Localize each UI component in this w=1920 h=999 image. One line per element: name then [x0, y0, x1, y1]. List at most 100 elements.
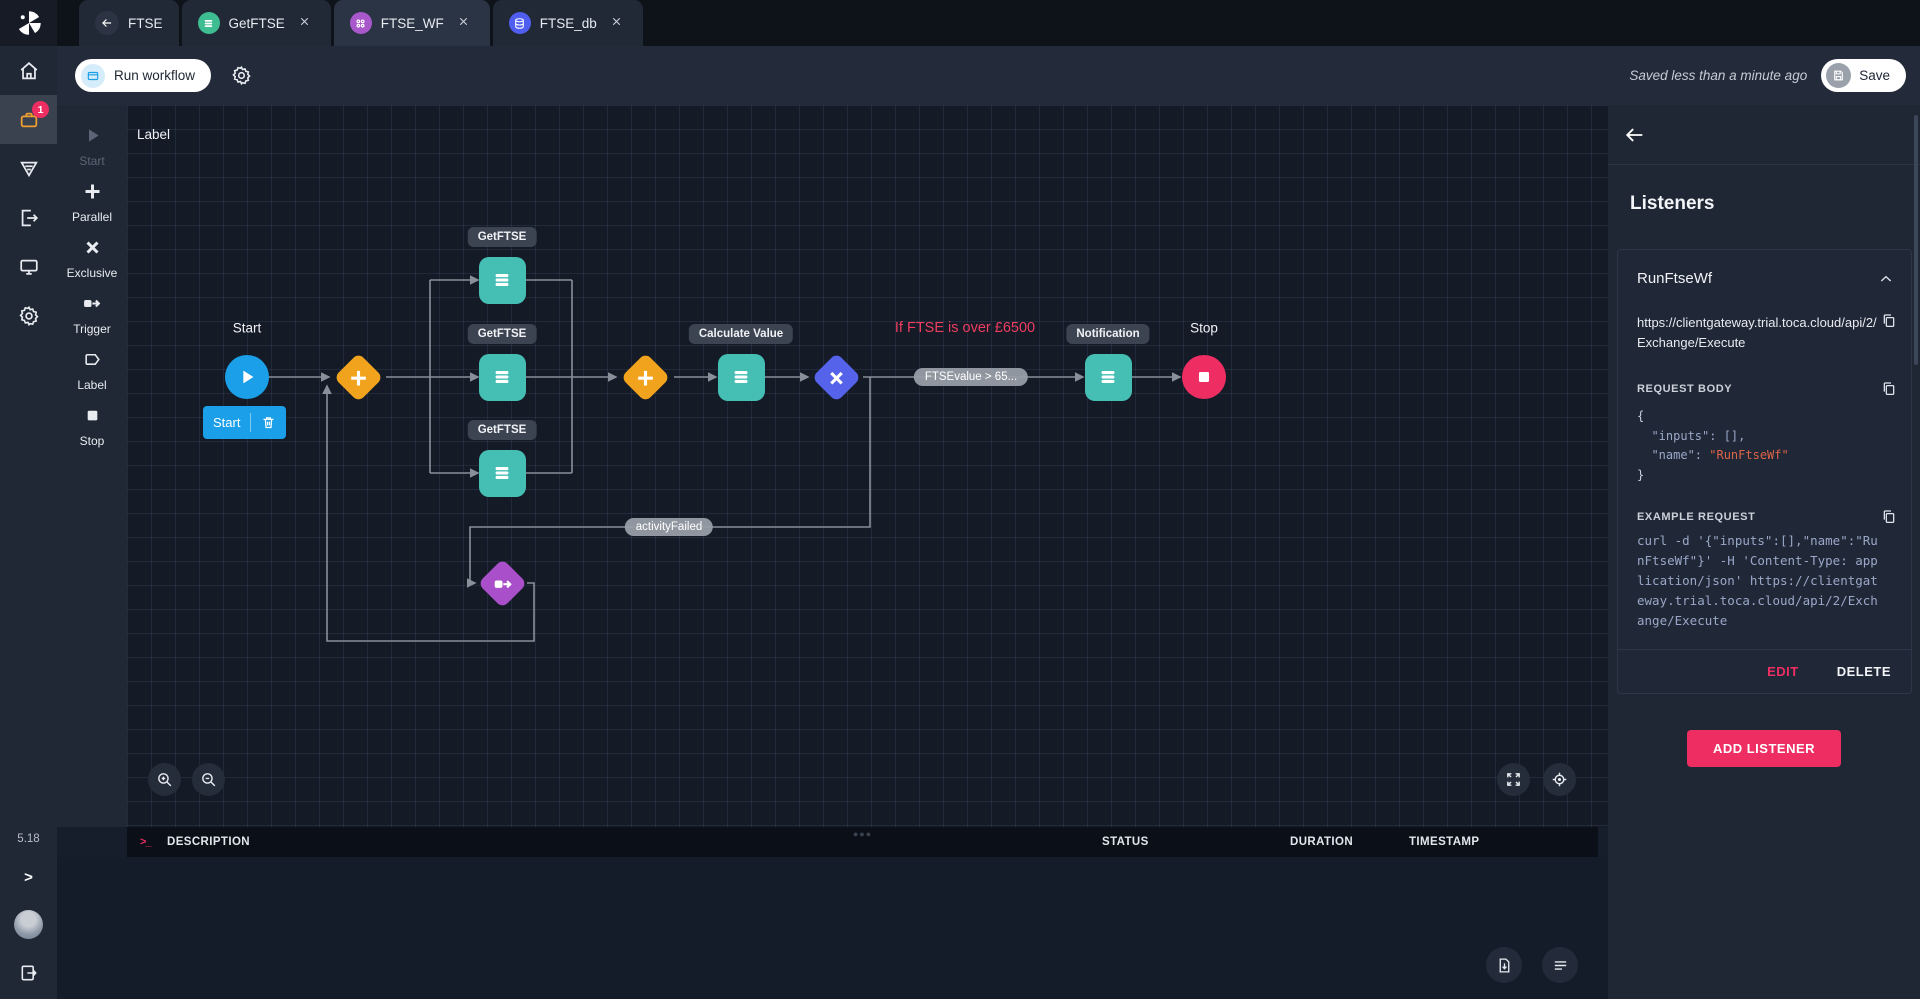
code-line: { — [1637, 409, 1645, 424]
save-button[interactable]: Save — [1821, 59, 1906, 92]
column-header-timestamp: TIMESTAMP — [1409, 836, 1480, 848]
workflow-node-calculate-value[interactable] — [717, 353, 765, 401]
workflow-node-getftse[interactable] — [478, 353, 526, 401]
lines-icon — [1554, 960, 1566, 970]
zoom-out-button[interactable] — [192, 763, 225, 796]
tab-GetFTSE[interactable]: GetFTSE — [181, 0, 331, 46]
toolbar: Run workflow Saved less than a minute ag… — [57, 46, 1920, 105]
sidebar-item-monitor[interactable] — [0, 242, 57, 291]
listener-name: RunFtseWf — [1637, 270, 1713, 287]
listener-url: https://clientgateway.trial.toca.cloud/a… — [1637, 315, 1877, 351]
code-line: "inputs": [], — [1637, 428, 1746, 443]
bars-icon — [730, 366, 752, 388]
pinwheel-logo-icon — [18, 11, 41, 35]
sidebar-item-filter[interactable] — [0, 144, 57, 193]
panel-back-button[interactable] — [1624, 124, 1646, 146]
play-icon — [236, 366, 258, 388]
workflow-settings-button[interactable] — [231, 65, 252, 86]
workflow-node-getftse[interactable] — [478, 256, 526, 304]
sidebar-item-projects[interactable]: 1 — [0, 95, 57, 144]
code-line: "name": "RunFtseWf" — [1637, 448, 1789, 463]
node-context-toolbar: Start — [203, 406, 287, 439]
zoom-in-button[interactable] — [148, 763, 181, 796]
run-workflow-button[interactable]: Run workflow — [75, 59, 212, 92]
add-listener-button[interactable]: ADD LISTENER — [1686, 730, 1842, 768]
listener-header-row[interactable]: RunFtseWf — [1618, 250, 1911, 293]
copy-url-button[interactable] — [1881, 313, 1897, 329]
activity-icon — [197, 12, 220, 34]
palette-item-trigger[interactable]: Trigger — [73, 293, 111, 336]
workflow-node-stop[interactable] — [1182, 355, 1226, 399]
node-label: GetFTSE — [467, 420, 537, 440]
play-icon — [82, 125, 103, 151]
tab-FTSE_db[interactable]: FTSE_db — [492, 0, 643, 46]
fit-view-button[interactable] — [1497, 763, 1530, 796]
tab-label: FTSE_WF — [380, 15, 444, 31]
monitor-icon — [19, 259, 38, 275]
delete-listener-button[interactable]: DELETE — [1836, 664, 1891, 680]
panel-drag-handle[interactable]: ●●● — [852, 829, 873, 839]
node-label: Notification — [1066, 324, 1150, 344]
edit-listener-button[interactable]: EDIT — [1767, 664, 1799, 680]
trigger-icon — [486, 567, 517, 598]
saved-status: Saved less than a minute ago — [1629, 68, 1808, 83]
delete-node-icon[interactable] — [261, 415, 276, 430]
panel-scrollbar[interactable] — [1914, 115, 1918, 365]
palette-item-label: Parallel — [71, 210, 113, 224]
sidebar-item-home[interactable] — [0, 46, 57, 95]
back-arrow-icon — [1625, 127, 1643, 142]
log-lines-button[interactable] — [1542, 947, 1578, 983]
palette-item-exclusive[interactable]: Exclusive — [67, 237, 117, 280]
palette-item-label: Trigger — [73, 322, 111, 336]
main-sidebar: 1 5.18 > — [0, 46, 57, 999]
tab-label: FTSE_db — [539, 15, 597, 31]
workflow-node-plus[interactable] — [620, 352, 670, 402]
workflow-node-notification[interactable] — [1084, 353, 1132, 401]
expand-sidebar-chevron[interactable]: > — [24, 869, 33, 886]
column-header-status: STATUS — [1102, 836, 1149, 848]
chevron-up-icon[interactable] — [1879, 272, 1893, 286]
request-body-code: { "inputs": [], "name": "RunFtseWf" } — [1618, 397, 1911, 485]
user-avatar[interactable] — [14, 910, 43, 939]
sidebar-bottom: 5.18 > — [14, 833, 43, 999]
gear-icon — [18, 305, 39, 326]
palette-item-stop[interactable]: Stop — [79, 405, 105, 448]
edge-condition-label[interactable]: FTSEvalue > 65... — [913, 368, 1029, 386]
center-view-button[interactable] — [1543, 763, 1576, 796]
toolbar-right: Saved less than a minute ago Save — [1629, 59, 1920, 92]
tab-FTSE[interactable]: FTSE — [79, 0, 179, 46]
close-tab-icon[interactable] — [294, 13, 315, 33]
close-tab-icon[interactable] — [606, 13, 627, 33]
copy-icon — [1883, 382, 1895, 396]
copy-example-request-button[interactable] — [1881, 509, 1897, 525]
node-label: Stop — [1190, 320, 1218, 336]
app-logo[interactable] — [0, 0, 57, 46]
close-tab-icon[interactable] — [453, 13, 474, 33]
selected-node-label: Start — [213, 415, 241, 430]
workflow-node-start[interactable] — [225, 355, 269, 399]
logout-icon[interactable] — [19, 963, 39, 983]
node-label: Start — [232, 320, 262, 336]
workflow-node-cross[interactable] — [811, 352, 861, 402]
bars-icon — [491, 366, 513, 388]
edge-condition-label[interactable]: activityFailed — [624, 518, 714, 536]
workflow-node-trigger[interactable] — [477, 558, 527, 608]
notification-badge: 1 — [32, 101, 49, 118]
palette-item-label[interactable]: Label — [77, 349, 107, 392]
copy-request-body-button[interactable] — [1881, 381, 1897, 397]
export-log-button[interactable] — [1486, 947, 1522, 983]
workflow-node-plus[interactable] — [333, 352, 383, 402]
tab-FTSE_WF[interactable]: FTSE_WF — [333, 0, 490, 46]
sidebar-item-export[interactable] — [0, 193, 57, 242]
request-body-header: REQUEST BODY — [1618, 357, 1911, 397]
square-icon — [82, 405, 103, 431]
palette-item-parallel[interactable]: Parallel — [72, 181, 112, 224]
workflow-node-getftse[interactable] — [478, 449, 526, 497]
palette-item-label: Stop — [79, 434, 105, 448]
sidebar-item-settings[interactable] — [0, 291, 57, 340]
